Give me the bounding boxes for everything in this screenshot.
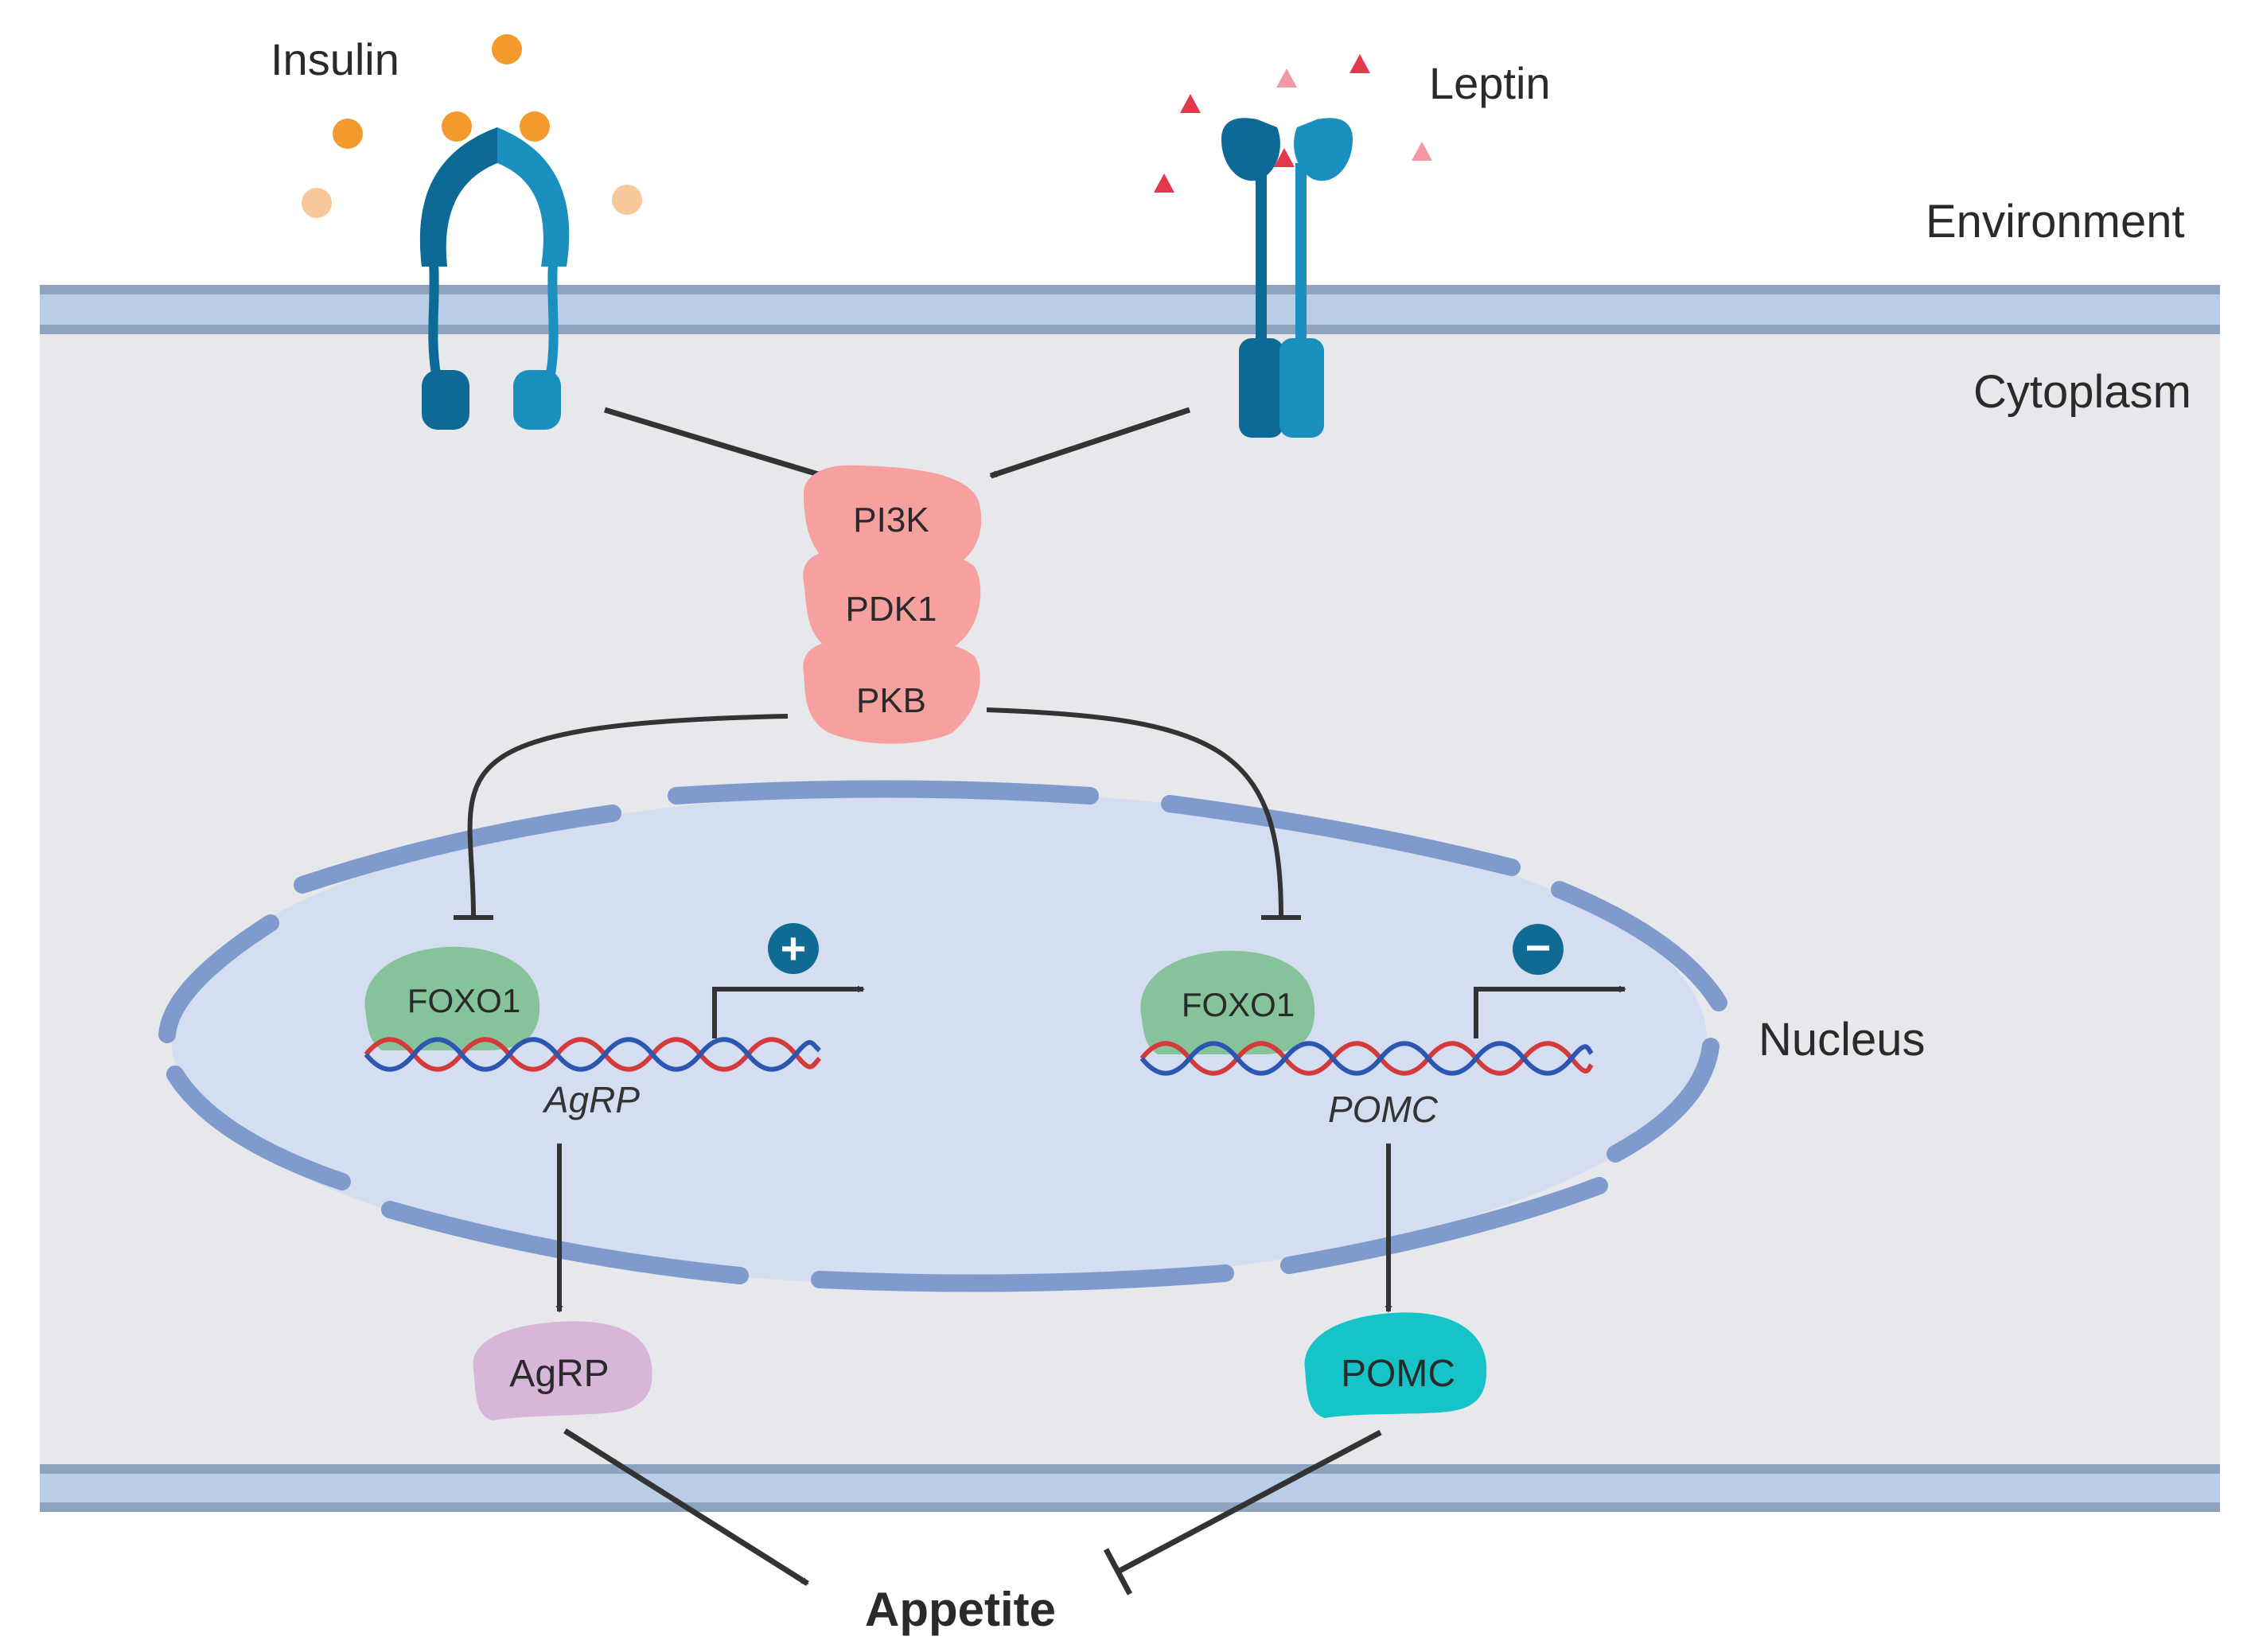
cytoplasm-label: Cytoplasm [1973,366,2191,418]
leptin-molecules [1154,54,1432,193]
pkb-blob [803,637,980,744]
pkb-inhibits-right-foxo1 [986,707,1283,916]
right-dna-blue-strand [1139,1041,1594,1076]
nucleus: Nucleus [158,780,1926,1292]
top-membrane [40,285,2220,334]
pi3k-label: PI3K [853,501,929,540]
pomc-inhibition-bar [1103,1548,1133,1596]
pdk1-label: PDK1 [846,590,937,629]
leptin-receptor [1221,118,1353,438]
agrp-protein: AgRP [473,1321,652,1420]
pomc-transcription-start-arrow [1474,985,1626,1038]
insulin-to-pi3k-arrow [603,407,825,479]
insulin-molecules [302,34,642,218]
pomc-gene-locus: FOXO1 − POMC [1139,922,1626,1130]
insulin-receptor [419,127,570,430]
pomc-protein: POMC [1304,1312,1487,1418]
environment-label: Environment [1926,196,2185,247]
kinase-cascade: PI3K PDK1 PKB [803,465,982,744]
pomc-gene-label: POMC [1328,1089,1439,1130]
translation-arrows [555,1144,1392,1313]
right-foxo1-label: FOXO1 [1182,986,1295,1023]
nucleus-label: Nucleus [1758,1014,1926,1066]
pomc-inhibits-appetite-line [1116,1429,1382,1575]
minus-sign-badge: − [1513,922,1564,975]
pdk1-blob [803,547,981,658]
plus-sign-badge: + [768,923,819,974]
pomc-protein-label: POMC [1341,1353,1455,1395]
right-foxo1-blob [1140,950,1315,1054]
appetite-label: Appetite [865,1583,1056,1636]
pi3k-blob [804,465,982,573]
agrp-transcription-start-arrow [712,985,865,1038]
plus-sign-label: + [781,923,807,973]
agrp-protein-label: AgRP [509,1353,609,1395]
appetite-edges [563,1428,1382,1596]
left-foxo1-blob [364,946,540,1050]
agrp-gene-locus: FOXO1 + AgRP [364,923,865,1120]
receptor-arrows [603,407,1191,479]
pkb-inhibits-left-foxo1 [467,714,789,916]
agrp-stimulates-appetite-arrow [563,1428,809,1586]
bottom-membrane [40,1464,2220,1512]
insulin-label: Insulin [271,34,399,84]
agrp-gene-label: AgRP [542,1079,640,1120]
left-foxo1-label: FOXO1 [407,982,520,1019]
left-dna-blue-strand [364,1037,822,1072]
pkb-label: PKB [856,681,926,720]
pkb-inhibition-edges [454,707,1301,920]
leptin-to-pi3k-arrow [989,407,1191,479]
leptin-label: Leptin [1429,58,1551,108]
minus-sign-label: − [1525,922,1552,972]
